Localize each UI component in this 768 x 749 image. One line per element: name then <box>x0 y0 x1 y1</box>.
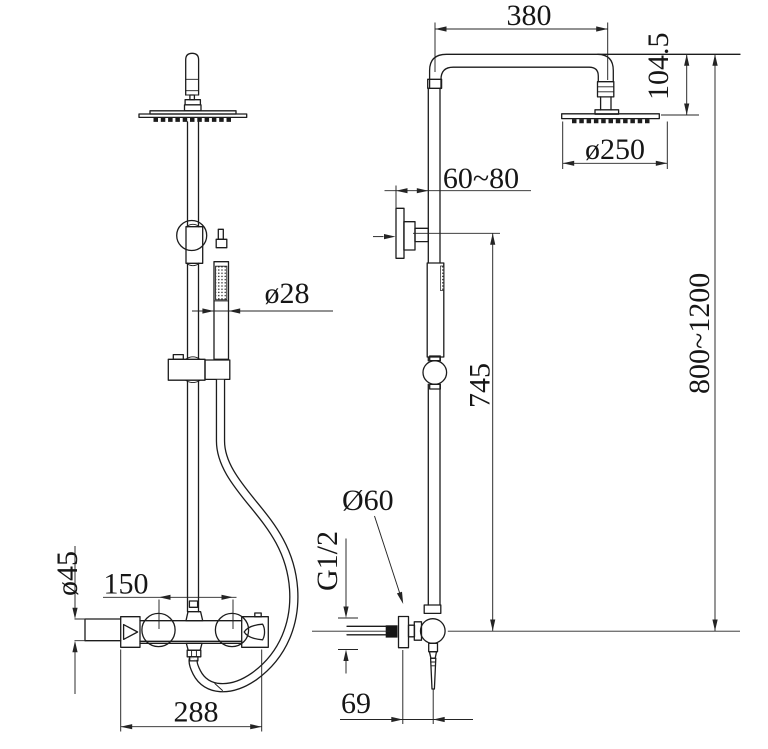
wall-bracket-side <box>373 207 429 259</box>
side-view <box>312 53 741 690</box>
dim-label-800-1200: 800~1200 <box>683 273 716 394</box>
left-knob <box>141 612 176 648</box>
front-view <box>84 52 299 693</box>
riser-rail-front <box>186 121 200 613</box>
overhead-shower-front <box>138 110 248 122</box>
dimension-escutcheon-diameter: Ø60 <box>342 484 404 604</box>
dim-label-60-80: 60~80 <box>443 162 519 195</box>
riser-top-tube <box>183 52 202 112</box>
mixer-valve-front <box>84 600 269 648</box>
dim-label-g12: G1/2 <box>311 531 344 591</box>
diverter-valve-side <box>312 604 446 690</box>
shower-arm-side <box>427 53 741 115</box>
overhead-shower-side <box>561 113 660 124</box>
supply-stub-front <box>84 618 122 642</box>
dimension-head-drop: 104.5 <box>642 33 699 116</box>
dim-label-150: 150 <box>104 568 149 601</box>
wall-pointer-arrow <box>384 234 396 240</box>
dim-label-dia45: ø45 <box>51 551 84 596</box>
hand-shower-front <box>213 261 230 360</box>
riser-rail-side <box>427 87 441 606</box>
spray-face-side <box>440 265 445 291</box>
dimension-head-diameter: ø250 <box>562 121 668 169</box>
hand-wand-side <box>429 657 437 690</box>
shower-hose-front <box>188 379 299 693</box>
dimension-arm-length: 380 <box>434 0 609 80</box>
dimensions: 380 104.5 ø250 60~80 745 <box>51 0 740 732</box>
dim-label-dia60: Ø60 <box>342 484 394 517</box>
dim-label-69: 69 <box>341 687 371 720</box>
dimension-thread-size: G1/2 <box>311 531 358 674</box>
hand-shower-side <box>426 262 445 358</box>
dim-label-dia250: ø250 <box>585 133 645 166</box>
slider-ball-side <box>422 355 448 390</box>
diverter-lever <box>217 228 224 240</box>
dimension-valve-body-diameter: ø45 <box>51 546 86 694</box>
wall-bracket-front <box>176 219 228 267</box>
dim-label-745: 745 <box>464 363 497 408</box>
dim-label-380: 380 <box>507 0 552 32</box>
right-knob <box>214 612 250 648</box>
dim-label-104-5: 104.5 <box>642 33 675 101</box>
dimension-rail-height: 745 <box>413 232 500 631</box>
dim-label-dia28: ø28 <box>265 277 310 310</box>
dimension-outlet-offset: 69 <box>340 650 473 724</box>
dimension-inlet-spacing: 150 <box>103 568 237 629</box>
dimension-handle-diameter: ø28 <box>192 277 333 314</box>
spray-face-front <box>215 265 228 301</box>
dimension-valve-width: 288 <box>120 649 263 732</box>
hose-outlet-fitting <box>185 642 203 662</box>
dim-label-288: 288 <box>174 696 219 729</box>
dimension-overall-height: 800~1200 <box>683 54 718 631</box>
supply-stub-side <box>346 625 387 636</box>
dimension-wall-clearance: 60~80 <box>384 162 531 209</box>
slider-clamp-front <box>167 353 231 384</box>
